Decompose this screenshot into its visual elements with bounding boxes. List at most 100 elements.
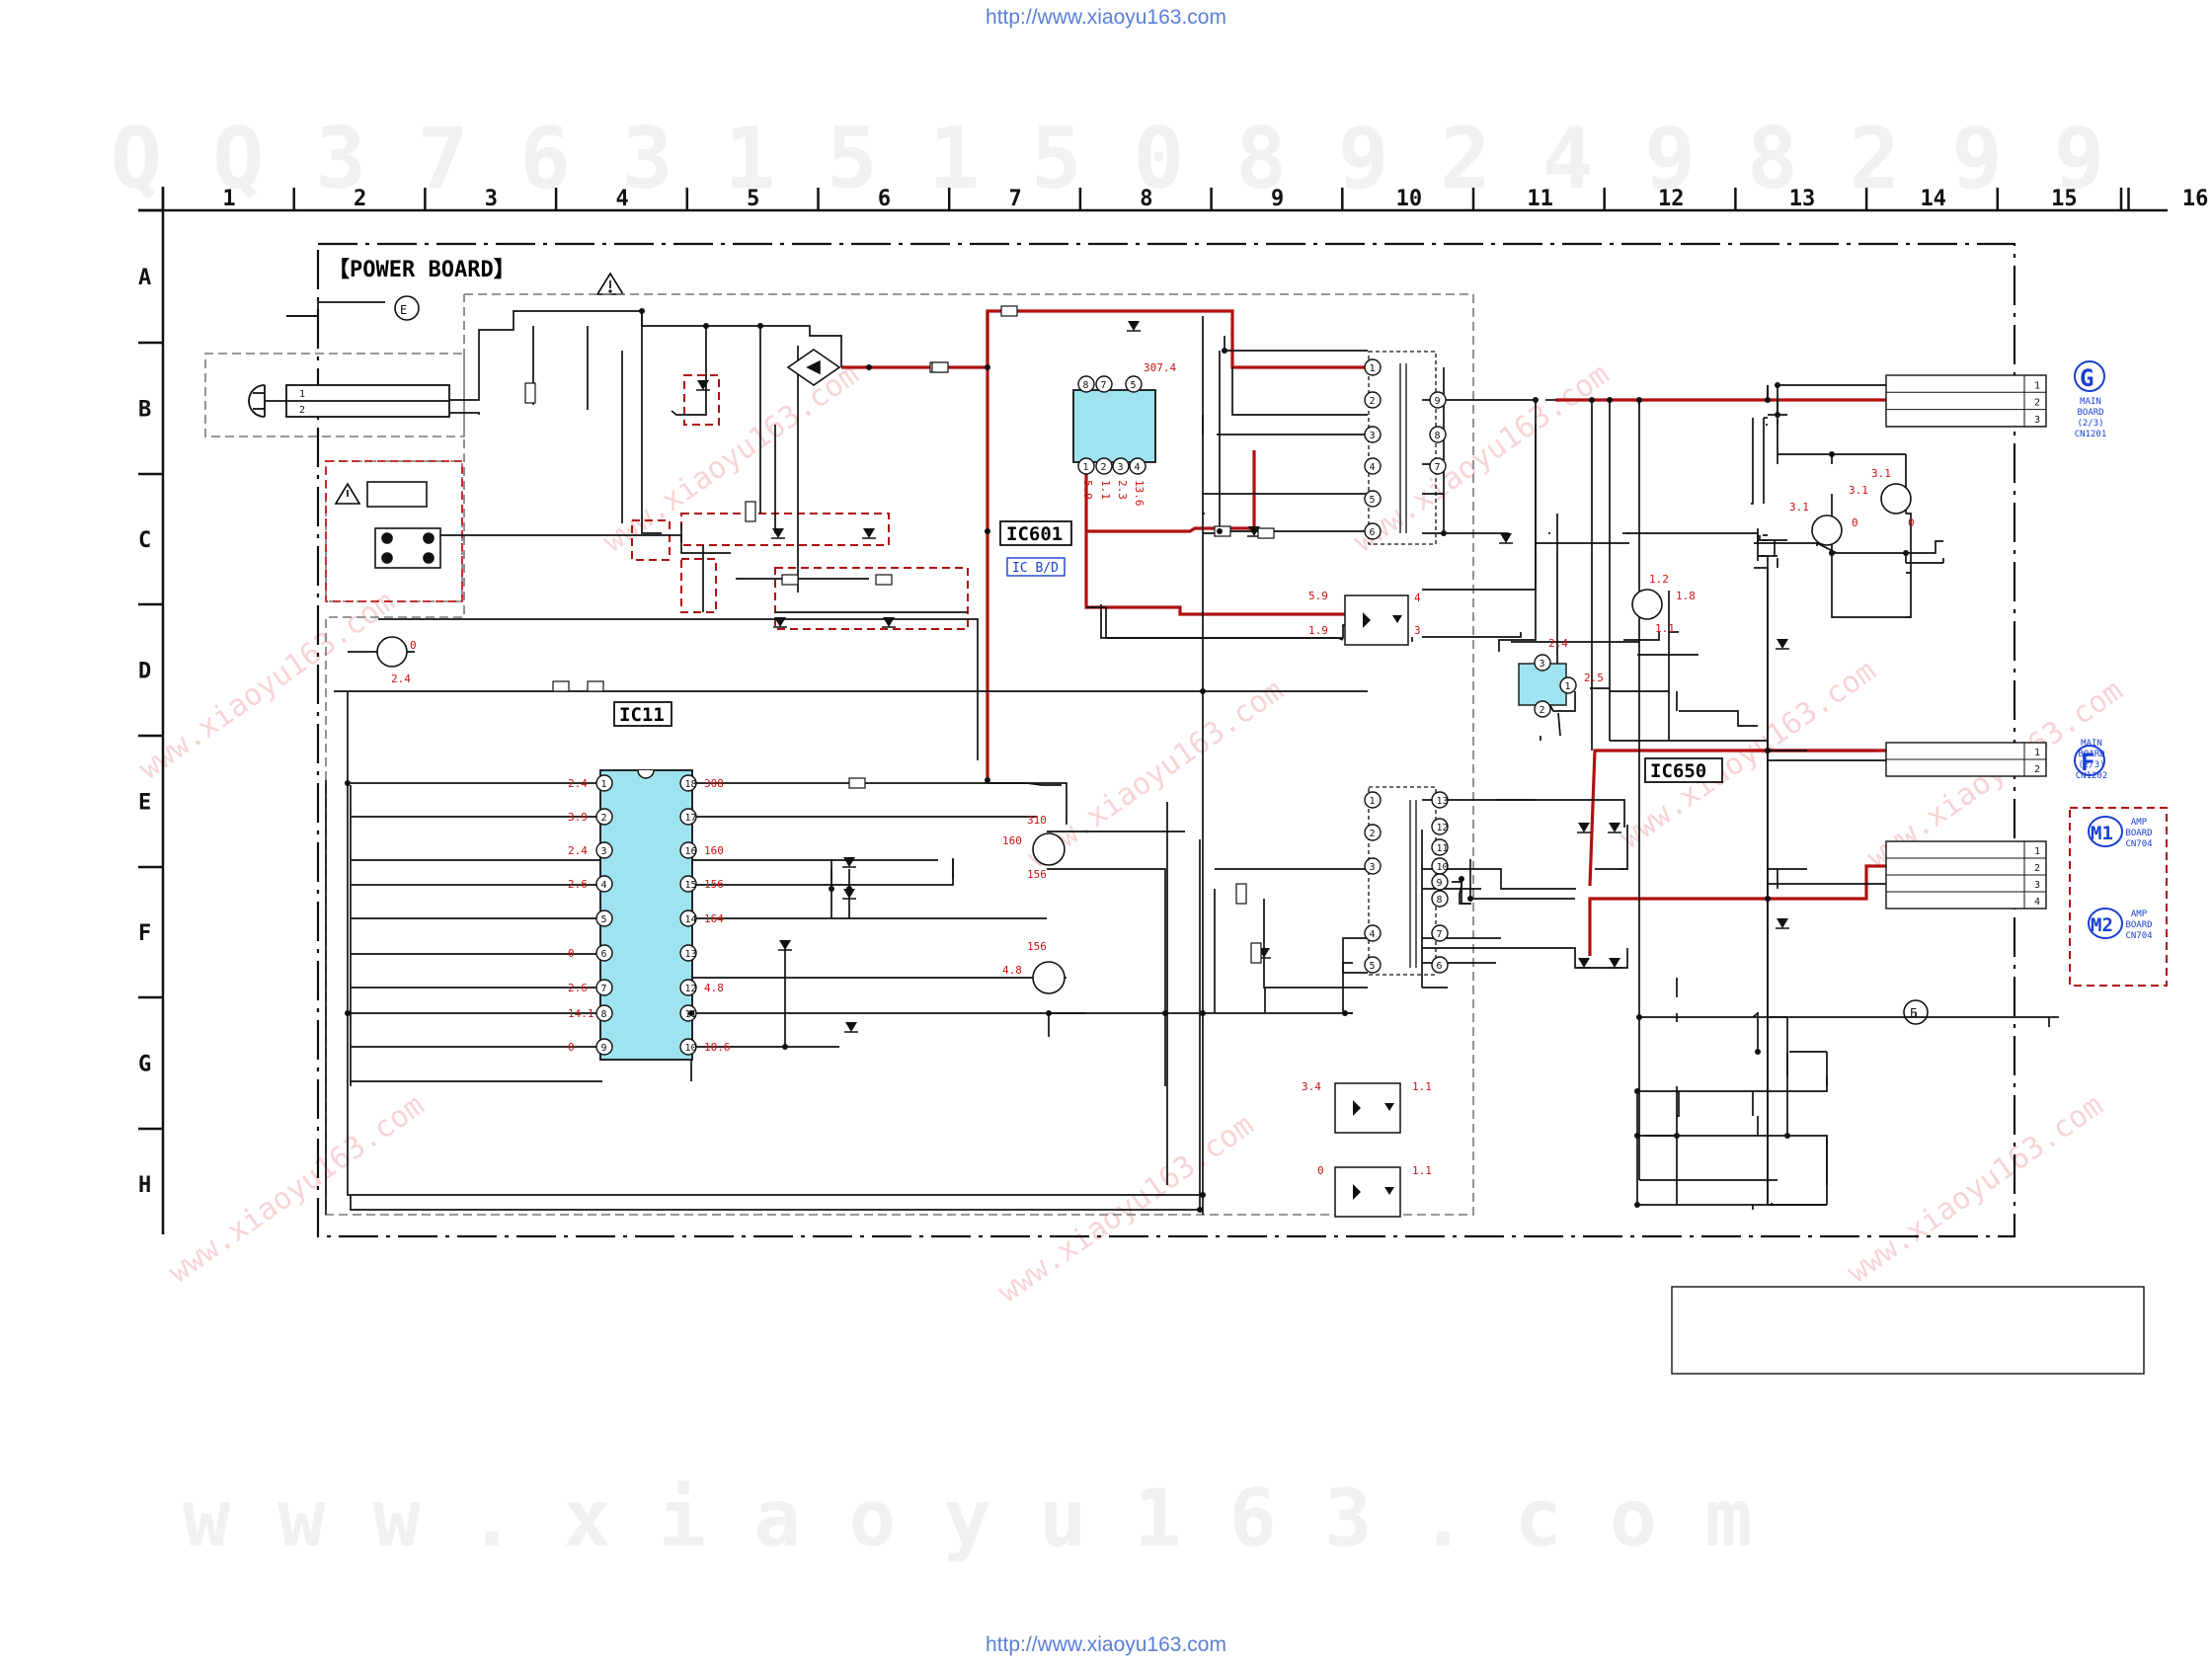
ic11-right-pin: 14 bbox=[679, 910, 697, 927]
ic601-top-pin: 7 bbox=[1095, 375, 1113, 393]
svg-text:2: 2 bbox=[1540, 705, 1545, 716]
connector-m2-letter: M2 bbox=[2091, 914, 2113, 936]
bridge-rectifier[interactable] bbox=[786, 349, 841, 386]
transistor-voltage: 3.1 bbox=[1789, 501, 1809, 514]
mosfet-2[interactable] bbox=[1032, 961, 1066, 994]
ic601[interactable] bbox=[1072, 389, 1156, 463]
transformer-1[interactable] bbox=[1368, 351, 1437, 545]
svg-text:2: 2 bbox=[1101, 462, 1107, 473]
svg-text:17: 17 bbox=[685, 813, 697, 824]
ic601-bottom-pin: 2 bbox=[1095, 457, 1113, 475]
relay-block[interactable] bbox=[366, 481, 441, 569]
note-box bbox=[1671, 1286, 2145, 1375]
transistor-c2[interactable] bbox=[1880, 483, 1912, 515]
header-url[interactable]: http://www.xiaoyu163.com bbox=[986, 6, 1226, 29]
svg-text:12: 12 bbox=[1437, 823, 1449, 833]
svg-text:9: 9 bbox=[1435, 396, 1441, 407]
ic11-left-pin: 5 bbox=[595, 910, 613, 927]
svg-text:8: 8 bbox=[1435, 431, 1441, 441]
transformer-2-right-pin: 11 bbox=[1431, 838, 1449, 856]
column-label: 8 bbox=[1140, 187, 1152, 211]
ic11-right-pin: 12 bbox=[679, 979, 697, 996]
connector-g-badge[interactable]: G bbox=[2074, 360, 2105, 392]
ic11-left-pin: 1 bbox=[595, 774, 613, 792]
svg-text:4: 4 bbox=[1370, 929, 1376, 940]
column-label: 14 bbox=[1920, 187, 1946, 211]
connector-f-pin: 2 bbox=[2034, 764, 2040, 775]
fet-voltage: 160 bbox=[1002, 834, 1022, 847]
svg-text:2: 2 bbox=[1370, 829, 1376, 839]
photocoupler-voltage: 1.9 bbox=[1308, 624, 1328, 637]
svg-text:E: E bbox=[1910, 1006, 1917, 1020]
photocoupler-glyphs bbox=[1353, 612, 1402, 1200]
transformer-2-right-pin: 12 bbox=[1431, 818, 1449, 835]
transistor-d[interactable] bbox=[376, 636, 408, 668]
svg-text:8: 8 bbox=[601, 1009, 607, 1020]
ic601-bottom-pin: 3 bbox=[1112, 457, 1130, 475]
svg-text:4: 4 bbox=[1135, 462, 1141, 473]
connector-g-block[interactable] bbox=[1885, 374, 2047, 428]
svg-text:www.xiaoyu163.com: www.xiaoyu163.com bbox=[597, 357, 866, 560]
watermark-stamps: www.xiaoyu163.com www.xiaoyu163.com www.… bbox=[133, 357, 2130, 1310]
column-label: 3 bbox=[485, 187, 498, 211]
svg-text:8: 8 bbox=[1437, 895, 1443, 906]
ic11-right-pin: 16 bbox=[679, 841, 697, 859]
connector-g-desc: CN1201 bbox=[2075, 430, 2107, 439]
connector-m2-badge[interactable]: M2 bbox=[2088, 908, 2123, 939]
transformer-2-right-pin: 10 bbox=[1431, 857, 1449, 875]
footer-url[interactable]: http://www.xiaoyu163.com bbox=[986, 1633, 1226, 1656]
transformer-2[interactable] bbox=[1368, 786, 1437, 976]
svg-text:5: 5 bbox=[601, 914, 607, 925]
connector-m1-badge[interactable]: M1 bbox=[2088, 816, 2123, 847]
ic601-bottom-voltage: 5.9 bbox=[1081, 480, 1094, 500]
row-label: A bbox=[138, 266, 151, 290]
svg-text:1: 1 bbox=[1083, 462, 1089, 473]
connector-g-desc: MAIN bbox=[2080, 397, 2101, 407]
photocoupler-voltage: 3.4 bbox=[1302, 1080, 1321, 1093]
ic601-top-voltage: 307.4 bbox=[1144, 361, 1176, 374]
shunt-voltage: 2.4 bbox=[1548, 637, 1568, 650]
transistor-e[interactable] bbox=[1631, 589, 1663, 620]
mosfet-1[interactable] bbox=[1032, 832, 1066, 866]
svg-text:2: 2 bbox=[601, 813, 607, 824]
warning-icon bbox=[595, 272, 625, 295]
svg-text:1: 1 bbox=[1565, 681, 1571, 692]
ic601-sub-label: IC B/D bbox=[1012, 561, 1059, 576]
transformer-2-left-pin: 3 bbox=[1364, 857, 1382, 875]
svg-text:www.xiaoyu163.com: www.xiaoyu163.com bbox=[1348, 357, 1617, 560]
photocoupler-voltage: 5.9 bbox=[1308, 590, 1328, 602]
ac-plug[interactable] bbox=[248, 384, 450, 418]
ic11-left-voltage: 2.4 bbox=[568, 777, 588, 790]
row-label: G bbox=[138, 1053, 151, 1077]
svg-text:www.xiaoyu163.com: www.xiaoyu163.com bbox=[1615, 654, 1883, 856]
ic11-left-pin: 2 bbox=[595, 808, 613, 826]
ic11-right-pin: 17 bbox=[679, 808, 697, 826]
svg-text:12: 12 bbox=[685, 984, 697, 994]
relay-warning-icon bbox=[334, 482, 361, 505]
fet-voltage: 4.8 bbox=[1002, 964, 1022, 977]
column-label: 11 bbox=[1527, 187, 1553, 211]
svg-text:13: 13 bbox=[685, 949, 697, 960]
transformer-1-right-pin: 9 bbox=[1429, 391, 1447, 409]
primary-region bbox=[204, 293, 1474, 1216]
svg-text:14: 14 bbox=[685, 914, 697, 925]
svg-text:7: 7 bbox=[1101, 380, 1107, 391]
transistor-voltage: 1.8 bbox=[1676, 590, 1696, 602]
transformer-2-left-pin: 1 bbox=[1364, 791, 1382, 809]
transformer-2-right-pin: 9 bbox=[1431, 873, 1449, 891]
connector-f-desc: CN1202 bbox=[2076, 771, 2108, 781]
ic601-label-box: IC601 IC B/D bbox=[999, 520, 1072, 577]
ic11-left-pin: 9 bbox=[595, 1038, 613, 1056]
ic11-right-voltage: 160 bbox=[704, 844, 724, 857]
connector-f-badge[interactable]: F bbox=[2074, 745, 2105, 776]
connector-f-desc: MAIN bbox=[2081, 739, 2102, 749]
connector-m1-letter: M1 bbox=[2091, 823, 2113, 844]
column-label: 4 bbox=[615, 187, 628, 211]
transistor-c1[interactable] bbox=[1811, 515, 1843, 546]
column-label: 2 bbox=[354, 187, 366, 211]
ic11[interactable] bbox=[599, 769, 693, 1061]
